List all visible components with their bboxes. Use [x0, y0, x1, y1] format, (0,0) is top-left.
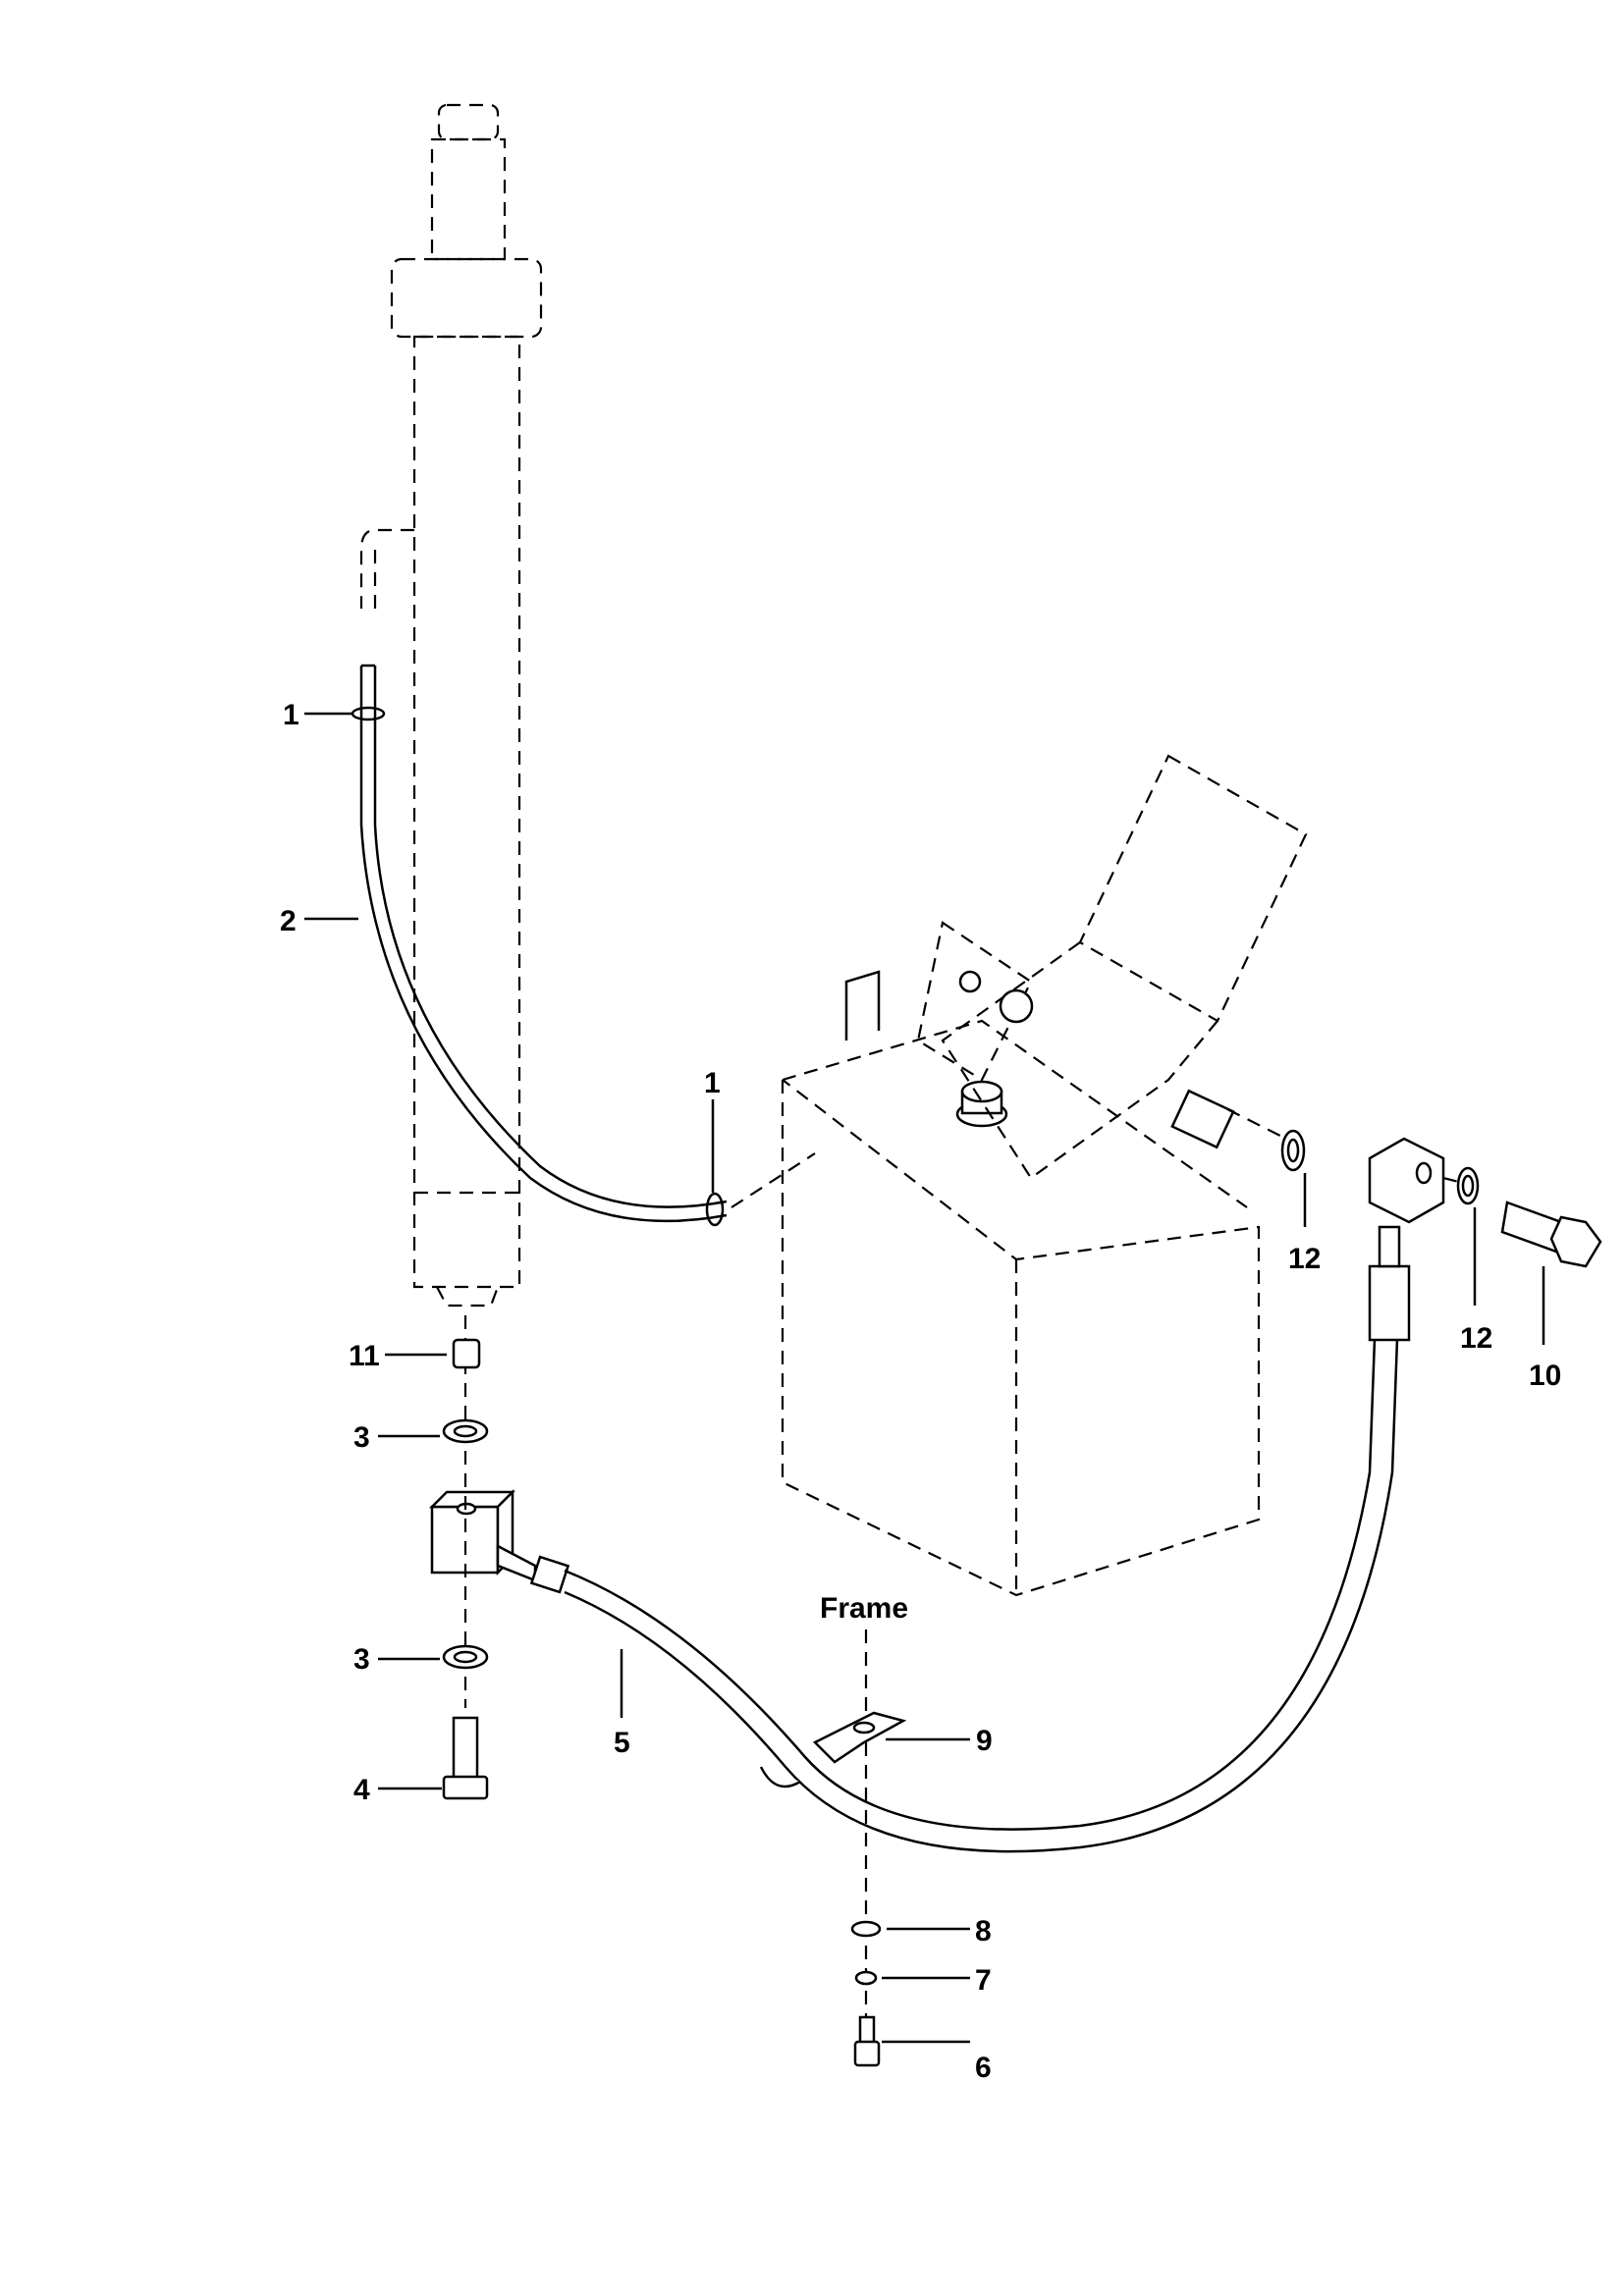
hydraulic-hose-5: [428, 1225, 1411, 1853]
left-fastener-stack: [442, 1315, 489, 1800]
callout-1-right: 1: [704, 1067, 721, 1099]
callout-1-top: 1: [283, 699, 299, 731]
callout-3-top: 3: [353, 1421, 370, 1454]
callout-8: 8: [975, 1915, 992, 1948]
clamp-fastener-stack: [759, 1629, 907, 2067]
banjo-fitting-right: [1280, 1129, 1602, 1268]
callout-12-right: 12: [1460, 1322, 1492, 1355]
callout-2: 2: [280, 905, 297, 937]
callout-5: 5: [614, 1727, 630, 1759]
leader-lines: [304, 712, 1545, 2044]
callout-4: 4: [353, 1774, 370, 1806]
callout-6: 6: [975, 2052, 992, 2084]
pump-motor-assembly: [916, 754, 1308, 1180]
hydraulic-tank: [781, 970, 1261, 1597]
lift-cylinder: [359, 103, 543, 1308]
callout-12-left: 12: [1288, 1243, 1321, 1275]
callout-3-bottom: 3: [353, 1643, 370, 1676]
frame-label: Frame: [820, 1592, 908, 1625]
hydraulic-hose-2: [351, 664, 816, 1227]
callout-9: 9: [976, 1725, 993, 1757]
callout-11: 11: [349, 1340, 380, 1372]
callout-10: 10: [1529, 1360, 1561, 1392]
callout-7: 7: [975, 1964, 992, 1997]
